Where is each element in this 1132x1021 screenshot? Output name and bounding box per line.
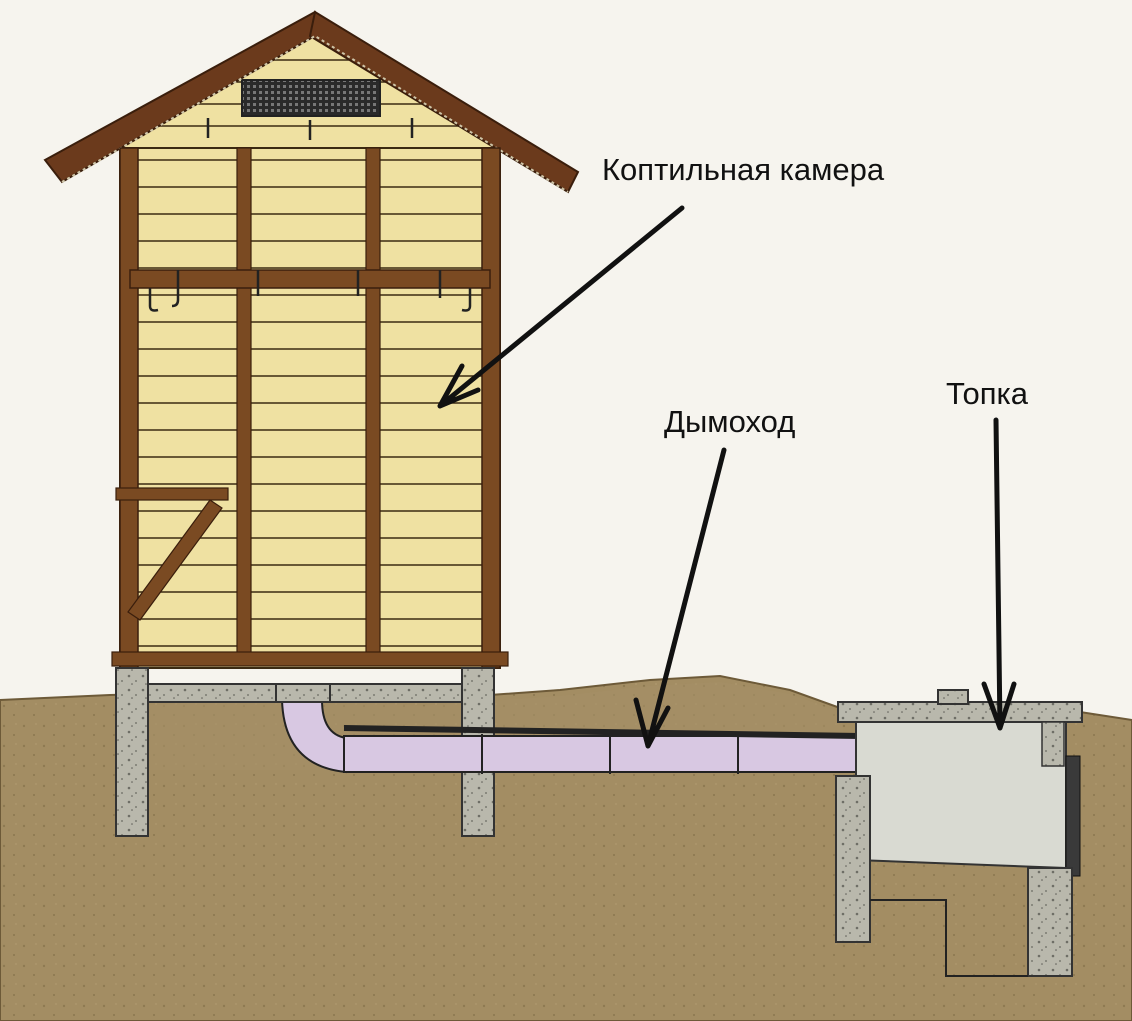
firebox-step (870, 899, 1028, 977)
pipe-top-edge (343, 725, 861, 739)
pier-left (115, 667, 149, 837)
firebox-wall-right (1027, 867, 1073, 977)
chamber-wall (119, 147, 501, 669)
siding-boards (120, 159, 500, 647)
stud-1 (236, 147, 252, 659)
firebox-door (1041, 721, 1065, 767)
pipe-joints (481, 734, 739, 774)
shelf (115, 487, 229, 501)
chimney-inlet-cap (275, 683, 331, 703)
chimney-pipe (343, 735, 861, 773)
firebox-wall-left (835, 775, 871, 943)
hanging-rail (129, 269, 491, 289)
corner-post-left (119, 147, 139, 669)
firebox-handle (937, 689, 969, 705)
arrow-chimney (633, 447, 727, 749)
roof-edge (61, 34, 569, 193)
corner-post-right (481, 147, 501, 669)
sill-beam (111, 651, 509, 667)
label-firebox: Топка (946, 376, 1029, 411)
firebox-body (855, 721, 1067, 870)
label-smoking-chamber: Коптильная камера (602, 152, 885, 187)
top-hooks (206, 118, 414, 140)
stud-2 (365, 147, 381, 659)
arrows (437, 205, 1017, 749)
label-chimney: Дымоход (664, 404, 795, 439)
vent-grille (241, 79, 381, 117)
shelf-brace (127, 499, 223, 621)
arrow-firebox (981, 417, 1017, 731)
firebox-grate (1065, 755, 1081, 877)
rail-hooks (148, 270, 472, 312)
arrow-smoking-chamber (437, 205, 685, 409)
